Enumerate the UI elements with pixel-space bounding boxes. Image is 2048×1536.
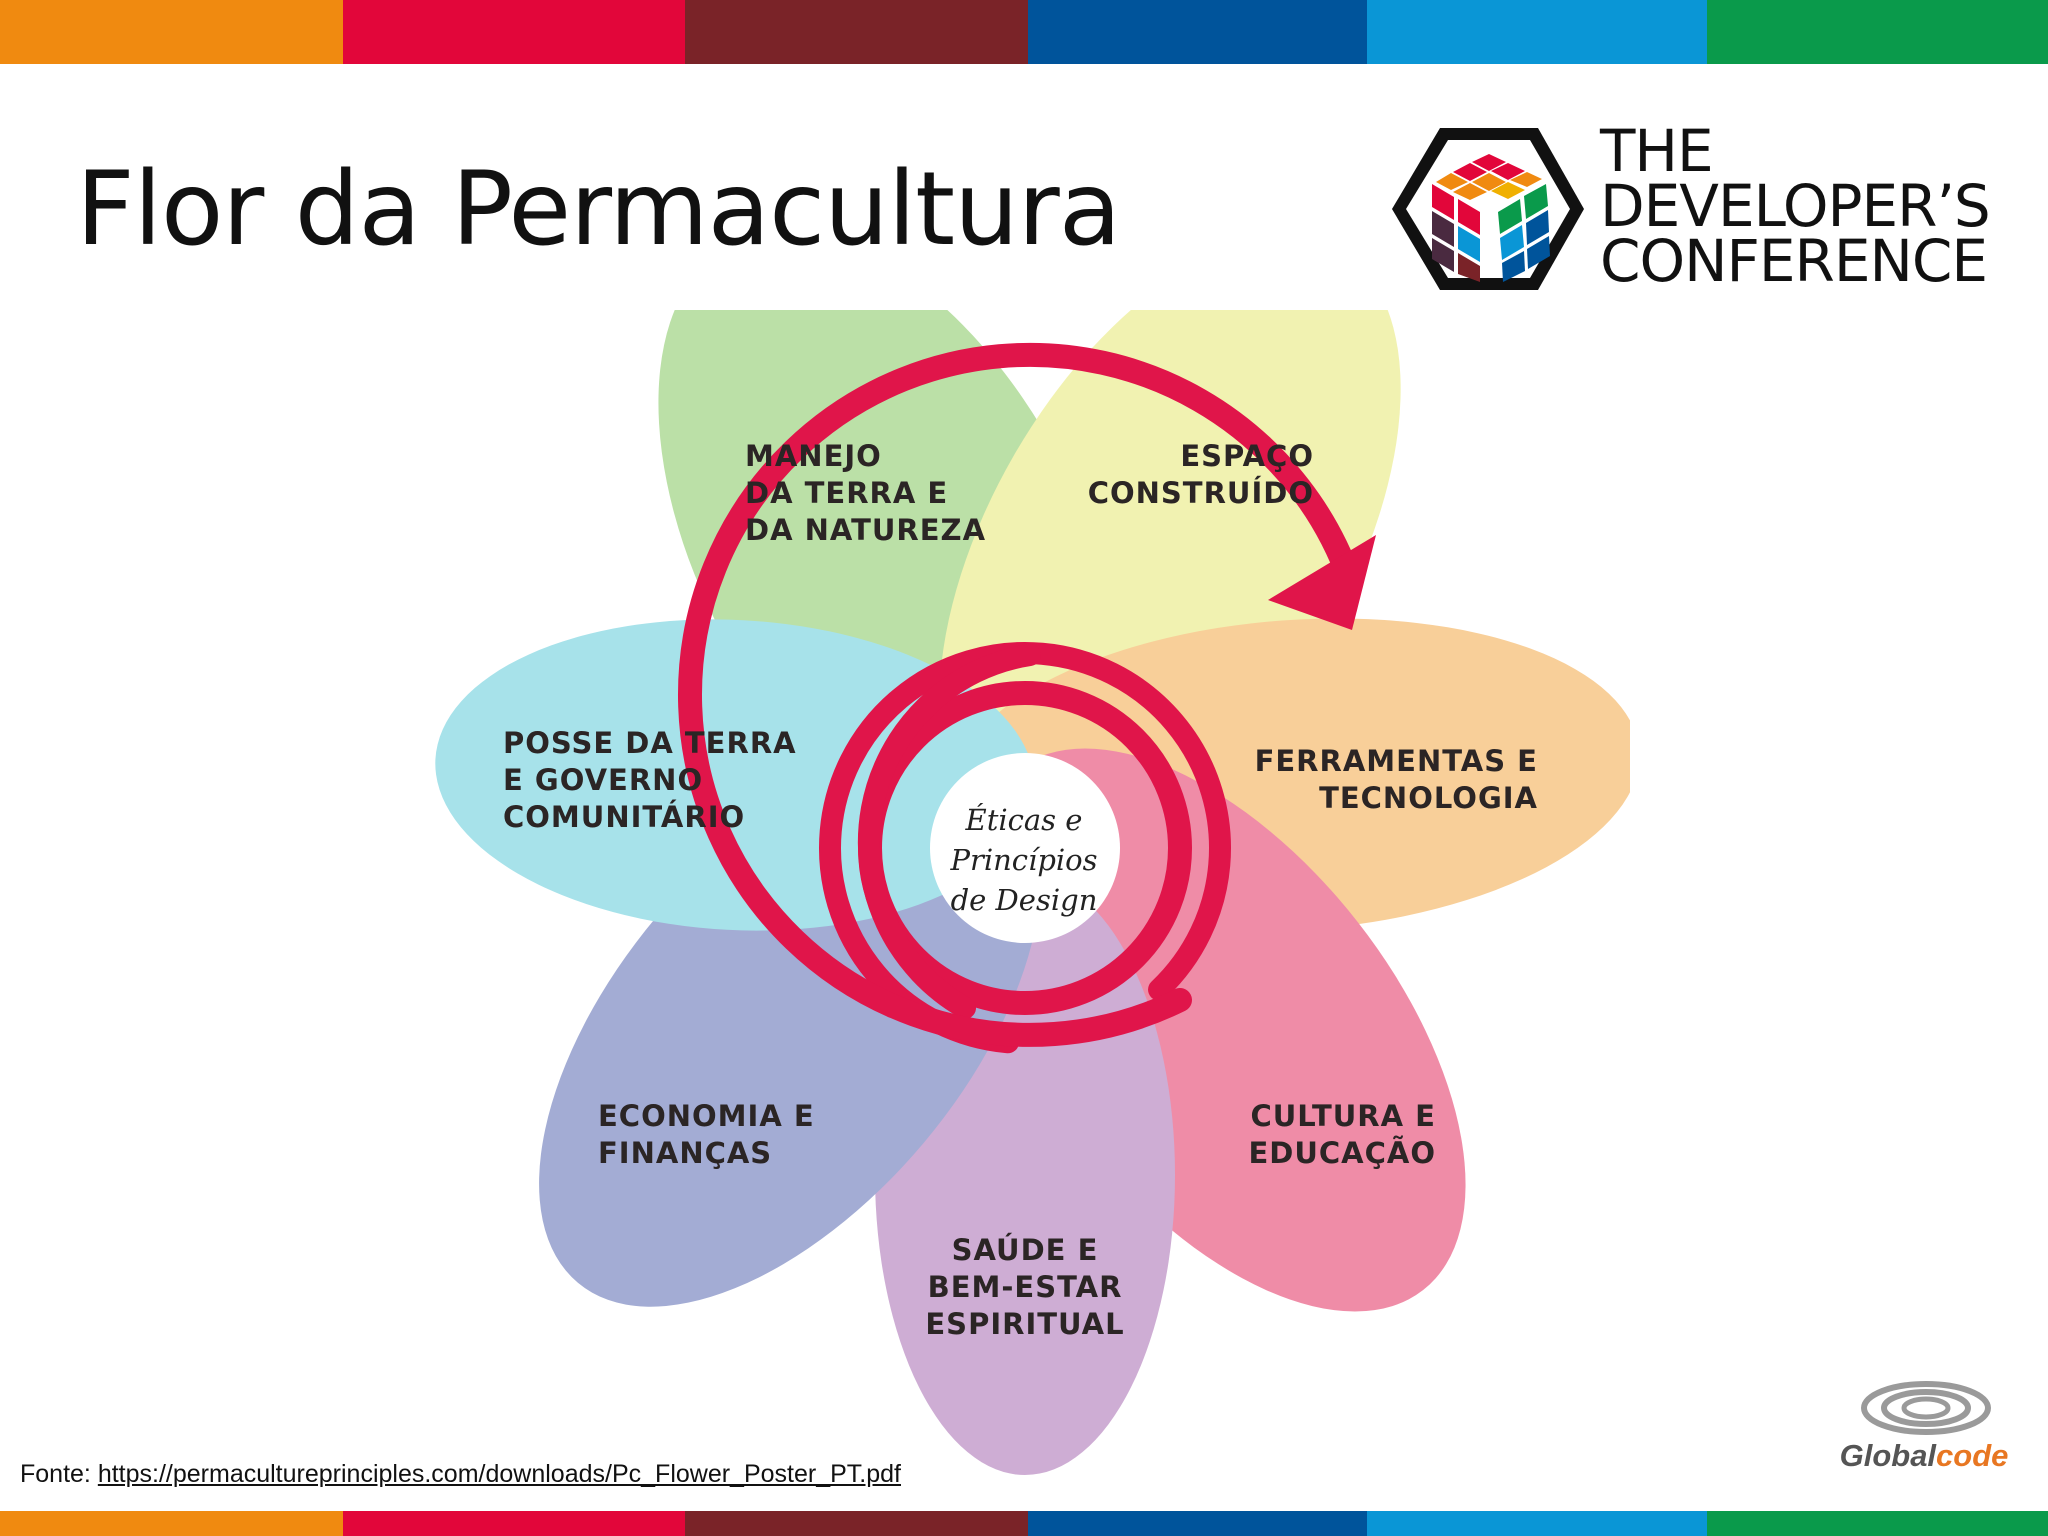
- stripe-orange: [0, 0, 343, 64]
- label-cultura: CULTURA E EDUCAÇÃO: [1248, 1099, 1436, 1170]
- center-label: Éticas e Princípios de Design: [950, 803, 1098, 917]
- source-prefix: Fonte:: [20, 1460, 98, 1488]
- slide-title: Flor da Permacultura: [76, 150, 1121, 269]
- stripe-maroon: [685, 1511, 1028, 1536]
- label-manejo: MANEJO DA TERRA E DA NATUREZA: [745, 439, 987, 547]
- bottom-color-stripe: [0, 1511, 2048, 1536]
- stripe-cyan: [1367, 0, 1707, 64]
- globalcode-logo: Globalcode: [1834, 1378, 2014, 1474]
- spiral-arrowhead: [1268, 535, 1376, 630]
- stripe-maroon: [685, 0, 1028, 64]
- source-footnote: Fonte: https://permacultureprinciples.co…: [20, 1460, 901, 1489]
- label-espaco: ESPAÇO CONSTRUÍDO: [1087, 439, 1314, 510]
- stripe-green: [1707, 1511, 2048, 1536]
- stripe-navy: [1028, 0, 1367, 64]
- conference-logo: THE DEVELOPER’S CONFERENCE: [1388, 117, 1991, 295]
- globalcode-wordmark: Globalcode: [1839, 1438, 2009, 1473]
- logo-line-2: DEVELOPER’S: [1600, 172, 1991, 240]
- conference-name: THE DEVELOPER’S CONFERENCE: [1600, 117, 1991, 295]
- stripe-orange: [0, 1511, 343, 1536]
- stripe-green: [1707, 0, 2048, 64]
- cube-logo-icon: [1392, 128, 1584, 290]
- stripe-cyan: [1367, 1511, 1707, 1536]
- label-saude: SAÚDE E BEM-ESTAR ESPIRITUAL: [925, 1233, 1125, 1341]
- stripe-red: [343, 1511, 685, 1536]
- label-posse: POSSE DA TERRA E GOVERNO COMUNITÁRIO: [503, 726, 797, 834]
- label-economia: ECONOMIA E FINANÇAS: [598, 1099, 815, 1170]
- source-link[interactable]: https://permacultureprinciples.com/downl…: [97, 1460, 901, 1488]
- top-color-stripe: [0, 0, 2048, 64]
- label-ferramentas: FERRAMENTAS E TECNOLOGIA: [1254, 744, 1538, 815]
- logo-line-3: CONFERENCE: [1600, 227, 1988, 295]
- permaculture-flower-diagram: [435, 310, 1630, 1475]
- center-disc: [930, 753, 1120, 943]
- stripe-red: [343, 0, 685, 64]
- globalcode-swirl-icon: [1861, 1381, 1991, 1435]
- logo-line-1: THE: [1600, 117, 1714, 185]
- spiral-ring: [677, 342, 1362, 1054]
- stripe-navy: [1028, 1511, 1367, 1536]
